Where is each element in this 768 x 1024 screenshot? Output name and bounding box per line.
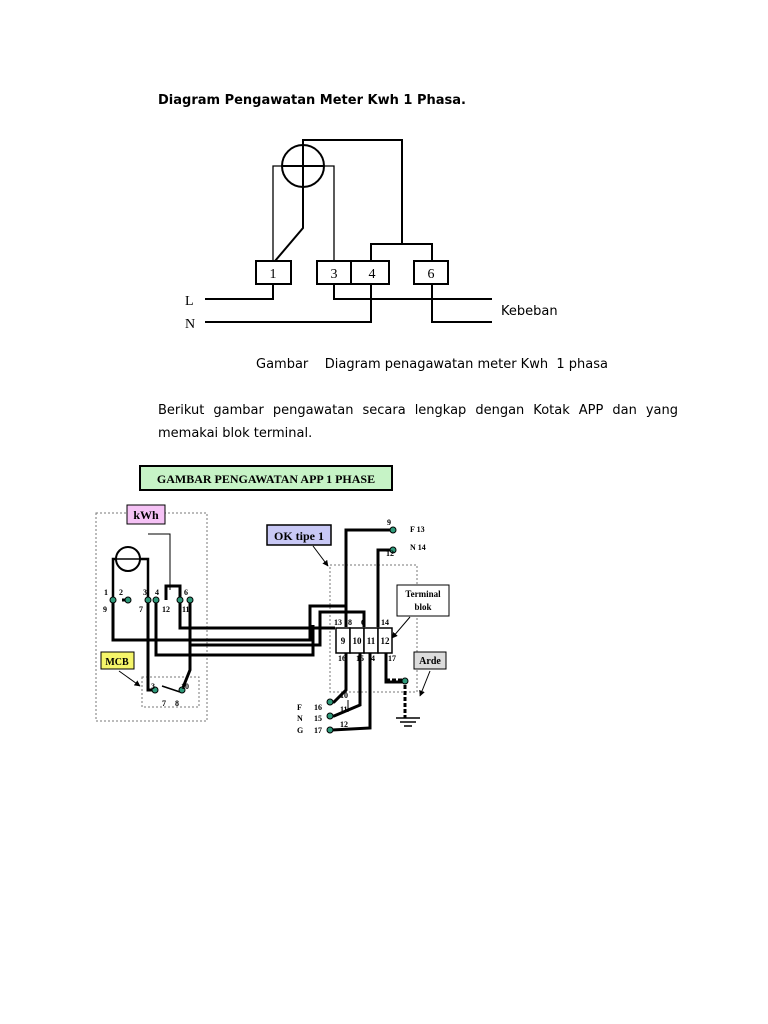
kwh-terminal-label: 4 [155,588,159,597]
mcb-terminal-label: 8 [175,699,179,708]
block-terminal-label: 16 [338,654,346,663]
mcb-terminal-label: 3 [151,682,155,691]
neutral-label: N [185,317,195,332]
mcb-terminal-label: 10 [181,682,189,691]
block-terminal-label: 17 [388,654,396,663]
terminal-blok-label: Terminal [405,589,441,599]
load-label: Kebeban [501,304,558,319]
ok-label: OK tipe 1 [274,529,324,543]
body-paragraph: Berikut gambar pengawatan secara lengkap… [158,403,678,441]
block-terminal-label: 13 [334,618,342,627]
mcb-label-box [100,651,135,670]
kwh-terminal-label: 1 [104,588,108,597]
input-number: 17 [314,726,322,735]
input-number: 16 [314,703,322,712]
wire-label: 10 [340,691,348,700]
title-box [139,465,393,491]
kwh-terminal-label: 11 [182,605,190,614]
block-terminal-label: 15 [356,654,364,663]
wire-label: 12 [340,720,348,729]
kwh-wiring-diagram: 1 3 4 6 L N Kebeban [185,139,558,332]
mcb-enclosure [141,676,200,708]
kwh-terminal-label: 9 [103,605,107,614]
terminal-label: 6 [428,267,435,282]
figure-caption: Gambar Diagram penagawatan meter Kwh 1 p… [256,357,608,372]
block-terminal-label: 12 [381,636,391,646]
kwh-terminal-label: 12 [162,605,170,614]
kwh-terminal-label: 3 [143,588,147,597]
ok-label-box [266,524,332,546]
mcb-terminal-label: 7 [162,699,166,708]
terminal-dots [109,526,409,734]
meter-enclosure [95,512,208,722]
input-label: G [297,726,303,735]
input-number: 15 [314,714,322,723]
arde-label: Arde [419,656,441,667]
output-label: F 13 [410,525,425,534]
block-terminal-label: 9 [341,636,346,646]
block-terminal-label: 6 [361,618,365,627]
output-label: 9 [387,518,391,527]
mcb-label: MCB [105,657,129,668]
kwh-label: kWh [133,508,159,522]
terminal-label: 4 [369,267,376,282]
kwh-terminal-label: 6 [184,588,188,597]
block-terminal-label: 11 [367,636,376,646]
output-label: N 14 [410,543,426,552]
terminal-label: 1 [270,267,277,282]
input-label: F [297,703,302,712]
kwh-terminal-label: 2 [119,588,123,597]
arde-label-box [413,651,447,670]
block-terminal-label: 10 [353,636,363,646]
input-label: N [297,714,303,723]
wire-label: 11 [340,705,348,714]
kwh-terminal-label: 7 [139,605,143,614]
block-terminal-label: 4 [371,654,375,663]
output-label: 12 [386,549,394,558]
line-label: L [185,294,194,309]
diagram-title: GAMBAR PENGAWATAN APP 1 PHASE [157,472,375,486]
terminal-blok-label-box [396,584,450,617]
block-terminal-label: 8 [348,618,352,627]
page-heading: Diagram Pengawatan Meter Kwh 1 Phasa. [158,93,466,108]
kwh-label-box [126,504,166,525]
terminal-blok-label: blok [414,602,431,612]
terminal-label: 3 [331,267,338,282]
block-terminal-label: 14 [381,618,389,627]
